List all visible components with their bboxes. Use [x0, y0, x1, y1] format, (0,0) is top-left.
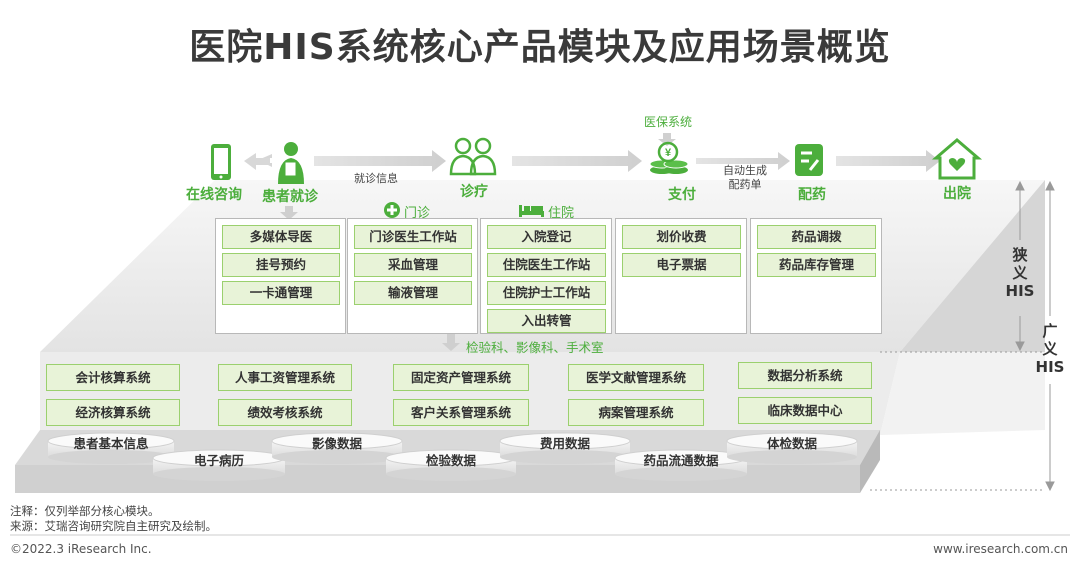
insurance-label: 医保系统 [643, 115, 692, 129]
svg-text:¥: ¥ [665, 147, 672, 159]
module-box[interactable]: 划价收费 [622, 225, 741, 249]
arrow-diagnosis-to-payment [512, 150, 642, 172]
system-box[interactable]: 绩效考核系统 [218, 399, 352, 426]
lower-platform-right [880, 352, 1045, 435]
module-box[interactable]: 挂号预约 [222, 253, 340, 277]
db-label: 电子病历 [193, 453, 244, 468]
system-box[interactable]: 固定资产管理系统 [393, 364, 529, 391]
arrow-visit-down [280, 206, 298, 220]
billing-column: 划价收费 电子票据 [615, 218, 747, 334]
diagnosis-label: 诊疗 [460, 184, 488, 200]
arrow-insurance-down [658, 133, 676, 146]
system-box[interactable]: 客户关系管理系统 [393, 399, 529, 426]
auto-rx-line2: 配药单 [728, 178, 762, 191]
module-box[interactable]: 电子票据 [622, 253, 741, 277]
arrow-payment-to-dispense [696, 152, 790, 170]
dispense-label: 配药 [798, 187, 826, 203]
db-label: 费用数据 [539, 436, 590, 451]
db-label: 体检数据 [766, 436, 817, 451]
outpatient-column: 门诊医生工作站 采血管理 输液管理 [347, 218, 478, 334]
footer-url[interactable]: www.iresearch.com.cn [933, 542, 1068, 556]
coins-icon: ¥ [649, 141, 689, 174]
patient-icon [278, 142, 304, 184]
footer-copyright: ©2022.3 iResearch Inc. [10, 542, 152, 556]
online-consult-label: 在线咨询 [186, 187, 242, 203]
system-box[interactable]: 数据分析系统 [738, 362, 872, 389]
system-box[interactable]: 医学文献管理系统 [568, 364, 704, 391]
arrow-dispense-to-discharge [836, 150, 940, 172]
visit-info-label: 就诊信息 [354, 172, 398, 185]
discharge-label: 出院 [943, 186, 971, 202]
db-cyl-3 [271, 432, 403, 464]
system-box[interactable]: 会计核算系统 [46, 364, 180, 391]
module-box[interactable]: 多媒体导医 [222, 225, 340, 249]
prescription-icon [795, 144, 823, 176]
module-box[interactable]: 一卡通管理 [222, 281, 340, 305]
db-label: 检验数据 [425, 453, 476, 468]
module-box[interactable]: 住院医生工作站 [487, 253, 606, 277]
module-box[interactable]: 入出转管 [487, 309, 606, 333]
system-box[interactable]: 病案管理系统 [568, 399, 704, 426]
home-heart-icon [931, 138, 983, 180]
bed-icon [519, 205, 544, 217]
auto-rx-line1: 自动生成 [723, 164, 767, 177]
dept-note: 检验科、影像科、手术室 [466, 340, 604, 355]
patient-column: 多媒体导医 挂号预约 一卡通管理 [215, 218, 346, 334]
inpatient-section-label: 住院 [548, 206, 575, 221]
note-annotation: 注释：仅列举部分核心模块。 [10, 504, 160, 518]
module-box[interactable]: 采血管理 [354, 253, 472, 277]
pharmacy-column: 药品调拨 药品库存管理 [750, 218, 882, 334]
module-box[interactable]: 药品库存管理 [757, 253, 876, 277]
db-cyl-6 [614, 449, 748, 481]
arrow-dept-down [442, 333, 460, 351]
payment-label: 支付 [668, 187, 696, 203]
doctors-icon [449, 137, 497, 176]
db-cyl-7 [726, 432, 858, 464]
scope-lines [870, 180, 1055, 492]
db-label: 患者基本信息 [73, 436, 149, 451]
patient-visit-label: 患者就诊 [262, 189, 318, 205]
inpatient-column: 入院登记 住院医生工作站 住院护士工作站 入出转管 [480, 218, 612, 334]
db-cyl-1 [47, 432, 175, 464]
db-label: 影像数据 [311, 436, 362, 451]
arrow-left-online [244, 153, 270, 170]
database-cylinders [47, 432, 858, 481]
db-cyl-4 [385, 449, 517, 481]
note-source: 来源：艾瑞咨询研究院自主研究及绘制。 [10, 519, 217, 533]
db-cyl-5 [499, 432, 631, 464]
system-box[interactable]: 人事工资管理系统 [218, 364, 352, 391]
plus-cross-icon [384, 202, 400, 218]
module-box[interactable]: 入院登记 [487, 225, 606, 249]
system-box[interactable]: 经济核算系统 [46, 399, 180, 426]
db-cyl-2 [152, 449, 286, 481]
phone-icon [211, 144, 231, 180]
module-box[interactable]: 药品调拨 [757, 225, 876, 249]
arrow-visit-to-diagnosis [314, 150, 446, 172]
module-box[interactable]: 门诊医生工作站 [354, 225, 472, 249]
db-label: 药品流通数据 [643, 453, 719, 468]
module-box[interactable]: 住院护士工作站 [487, 281, 606, 305]
base-slab-side [860, 430, 880, 493]
system-box[interactable]: 临床数据中心 [738, 397, 872, 424]
outpatient-section-label: 门诊 [404, 206, 431, 221]
page-title: 医院HIS系统核心产品模块及应用场景概览 [189, 27, 891, 68]
upper-platform-side [900, 180, 1045, 352]
module-box[interactable]: 输液管理 [354, 281, 472, 305]
